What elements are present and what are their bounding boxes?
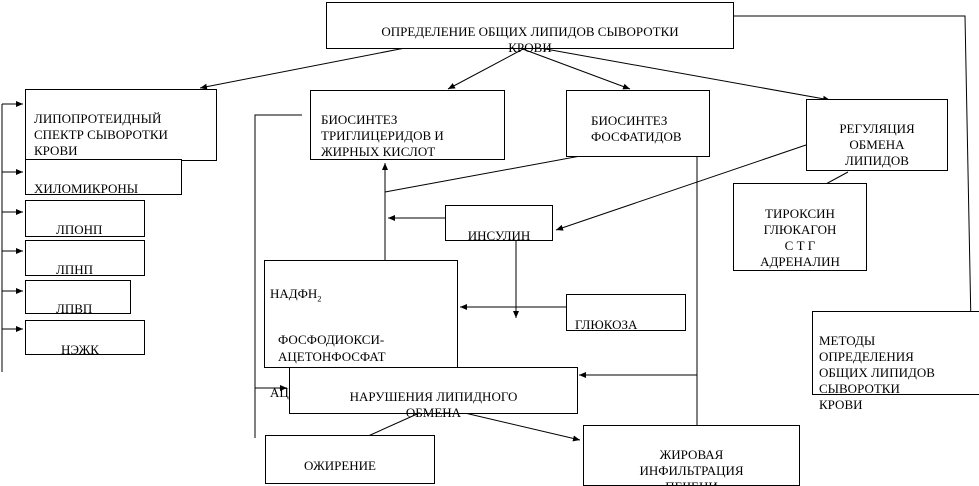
arrow-title-to-lipoprotein <box>199 47 406 90</box>
hormones-box: ТИРОКСИН ГЛЮКАГОН С Т Г АДРЕНАЛИН <box>733 183 867 271</box>
arrow-title-to-triglycerides <box>447 47 526 90</box>
phosphatide-biosynthesis-text: БИОСИНТЕЗ ФОСФАТИДОВ <box>591 113 682 144</box>
fatty-infiltration-box: ЖИРОВАЯ ИНФИЛЬТРАЦИЯ ПЕЧЕНИ <box>583 425 800 486</box>
obesity-text: ОЖИРЕНИЕ <box>304 458 376 473</box>
regulation-text: РЕГУЛЯЦИЯ ОБМЕНА ЛИПИДОВ <box>839 121 915 168</box>
nezhk-box: НЭЖК <box>25 320 145 357</box>
lponp-box: ЛПОНП <box>25 200 145 237</box>
lpvp-text: ЛПВП <box>56 301 93 316</box>
lponp-text: ЛПОНП <box>56 222 103 237</box>
glucose-text: ГЛЮКОЗА <box>575 317 638 332</box>
lpnp-text: ЛПНП <box>56 262 93 277</box>
chylomicrons-text: ХИЛОМИКРОНЫ <box>34 181 139 196</box>
nadph-subscript: 2 <box>317 294 322 304</box>
regulation-box: РЕГУЛЯЦИЯ ОБМЕНА ЛИПИДОВ <box>806 99 948 171</box>
nadph-text: НАДФН2 <box>270 286 322 304</box>
obesity-box: ОЖИРЕНИЕ <box>265 435 435 484</box>
disorders-text: НАРУШЕНИЯ ЛИПИДНОГО ОБМЕНА <box>349 389 518 420</box>
methods-box: МЕТОДЫ ОПРЕДЕЛЕНИЯ ОБЩИХ ЛИПИДОВ СЫВОРОТ… <box>812 311 979 412</box>
arrow-title-to-phosphatides <box>519 47 631 90</box>
hormones-text: ТИРОКСИН ГЛЮКАГОН С Т Г АДРЕНАЛИН <box>760 206 840 269</box>
chylomicrons-box: ХИЛОМИКРОНЫ <box>25 159 182 196</box>
phospho-text: ФОСФОДИОКСИ- АЦЕТОНФОСФАТ <box>278 331 386 364</box>
methods-text: МЕТОДЫ ОПРЕДЕЛЕНИЯ ОБЩИХ ЛИПИДОВ СЫВОРОТ… <box>819 333 935 412</box>
lpvp-box: ЛПВП <box>25 280 131 316</box>
bracket-disorders <box>254 114 302 438</box>
nezhk-text: НЭЖК <box>61 342 99 357</box>
title-box: ОПРЕДЕЛЕНИЕ ОБЩИХ ЛИПИДОВ СЫВОРОТКИ КРОВ… <box>326 2 734 55</box>
insulin-box: ИНСУЛИН <box>445 205 553 243</box>
disorders-box: НАРУШЕНИЯ ЛИПИДНОГО ОБМЕНА <box>289 367 578 420</box>
triglyceride-biosynthesis-box: БИОСИНТЕЗ ТРИГЛИЦЕРИДОВ И ЖИРНЫХ КИСЛОТ <box>310 90 505 160</box>
glucose-box: ГЛЮКОЗА <box>566 294 686 332</box>
line-title-to-methods <box>734 15 975 378</box>
lipoprotein-spectrum-text: ЛИПОПРОТЕИДНЫЙ СПЕКТР СЫВОРОТКИ КРОВИ <box>34 111 168 158</box>
arrow-regulation-to-insulin <box>555 144 807 231</box>
arrow-title-to-regulation <box>539 47 831 102</box>
triglyceride-biosynthesis-text: БИОСИНТЕЗ ТРИГЛИЦЕРИДОВ И ЖИРНЫХ КИСЛОТ <box>321 112 444 159</box>
substrates-box: НАДФН2 ФОСФОДИОКСИ- АЦЕТОНФОСФАТ АЦЕТИЛ-… <box>264 260 458 401</box>
lipoprotein-spectrum-box: ЛИПОПРОТЕИДНЫЙ СПЕКТР СЫВОРОТКИ КРОВИ <box>25 89 217 161</box>
phosphatide-biosynthesis-box: БИОСИНТЕЗ ФОСФАТИДОВ <box>566 90 710 157</box>
title-text: ОПРЕДЕЛЕНИЕ ОБЩИХ ЛИПИДОВ СЫВОРОТКИ КРОВ… <box>381 24 679 55</box>
insulin-text: ИНСУЛИН <box>467 228 531 243</box>
lpnp-box: ЛПНП <box>25 240 145 277</box>
fatty-infiltration-text: ЖИРОВАЯ ИНФИЛЬТРАЦИЯ ПЕЧЕНИ <box>639 447 744 486</box>
